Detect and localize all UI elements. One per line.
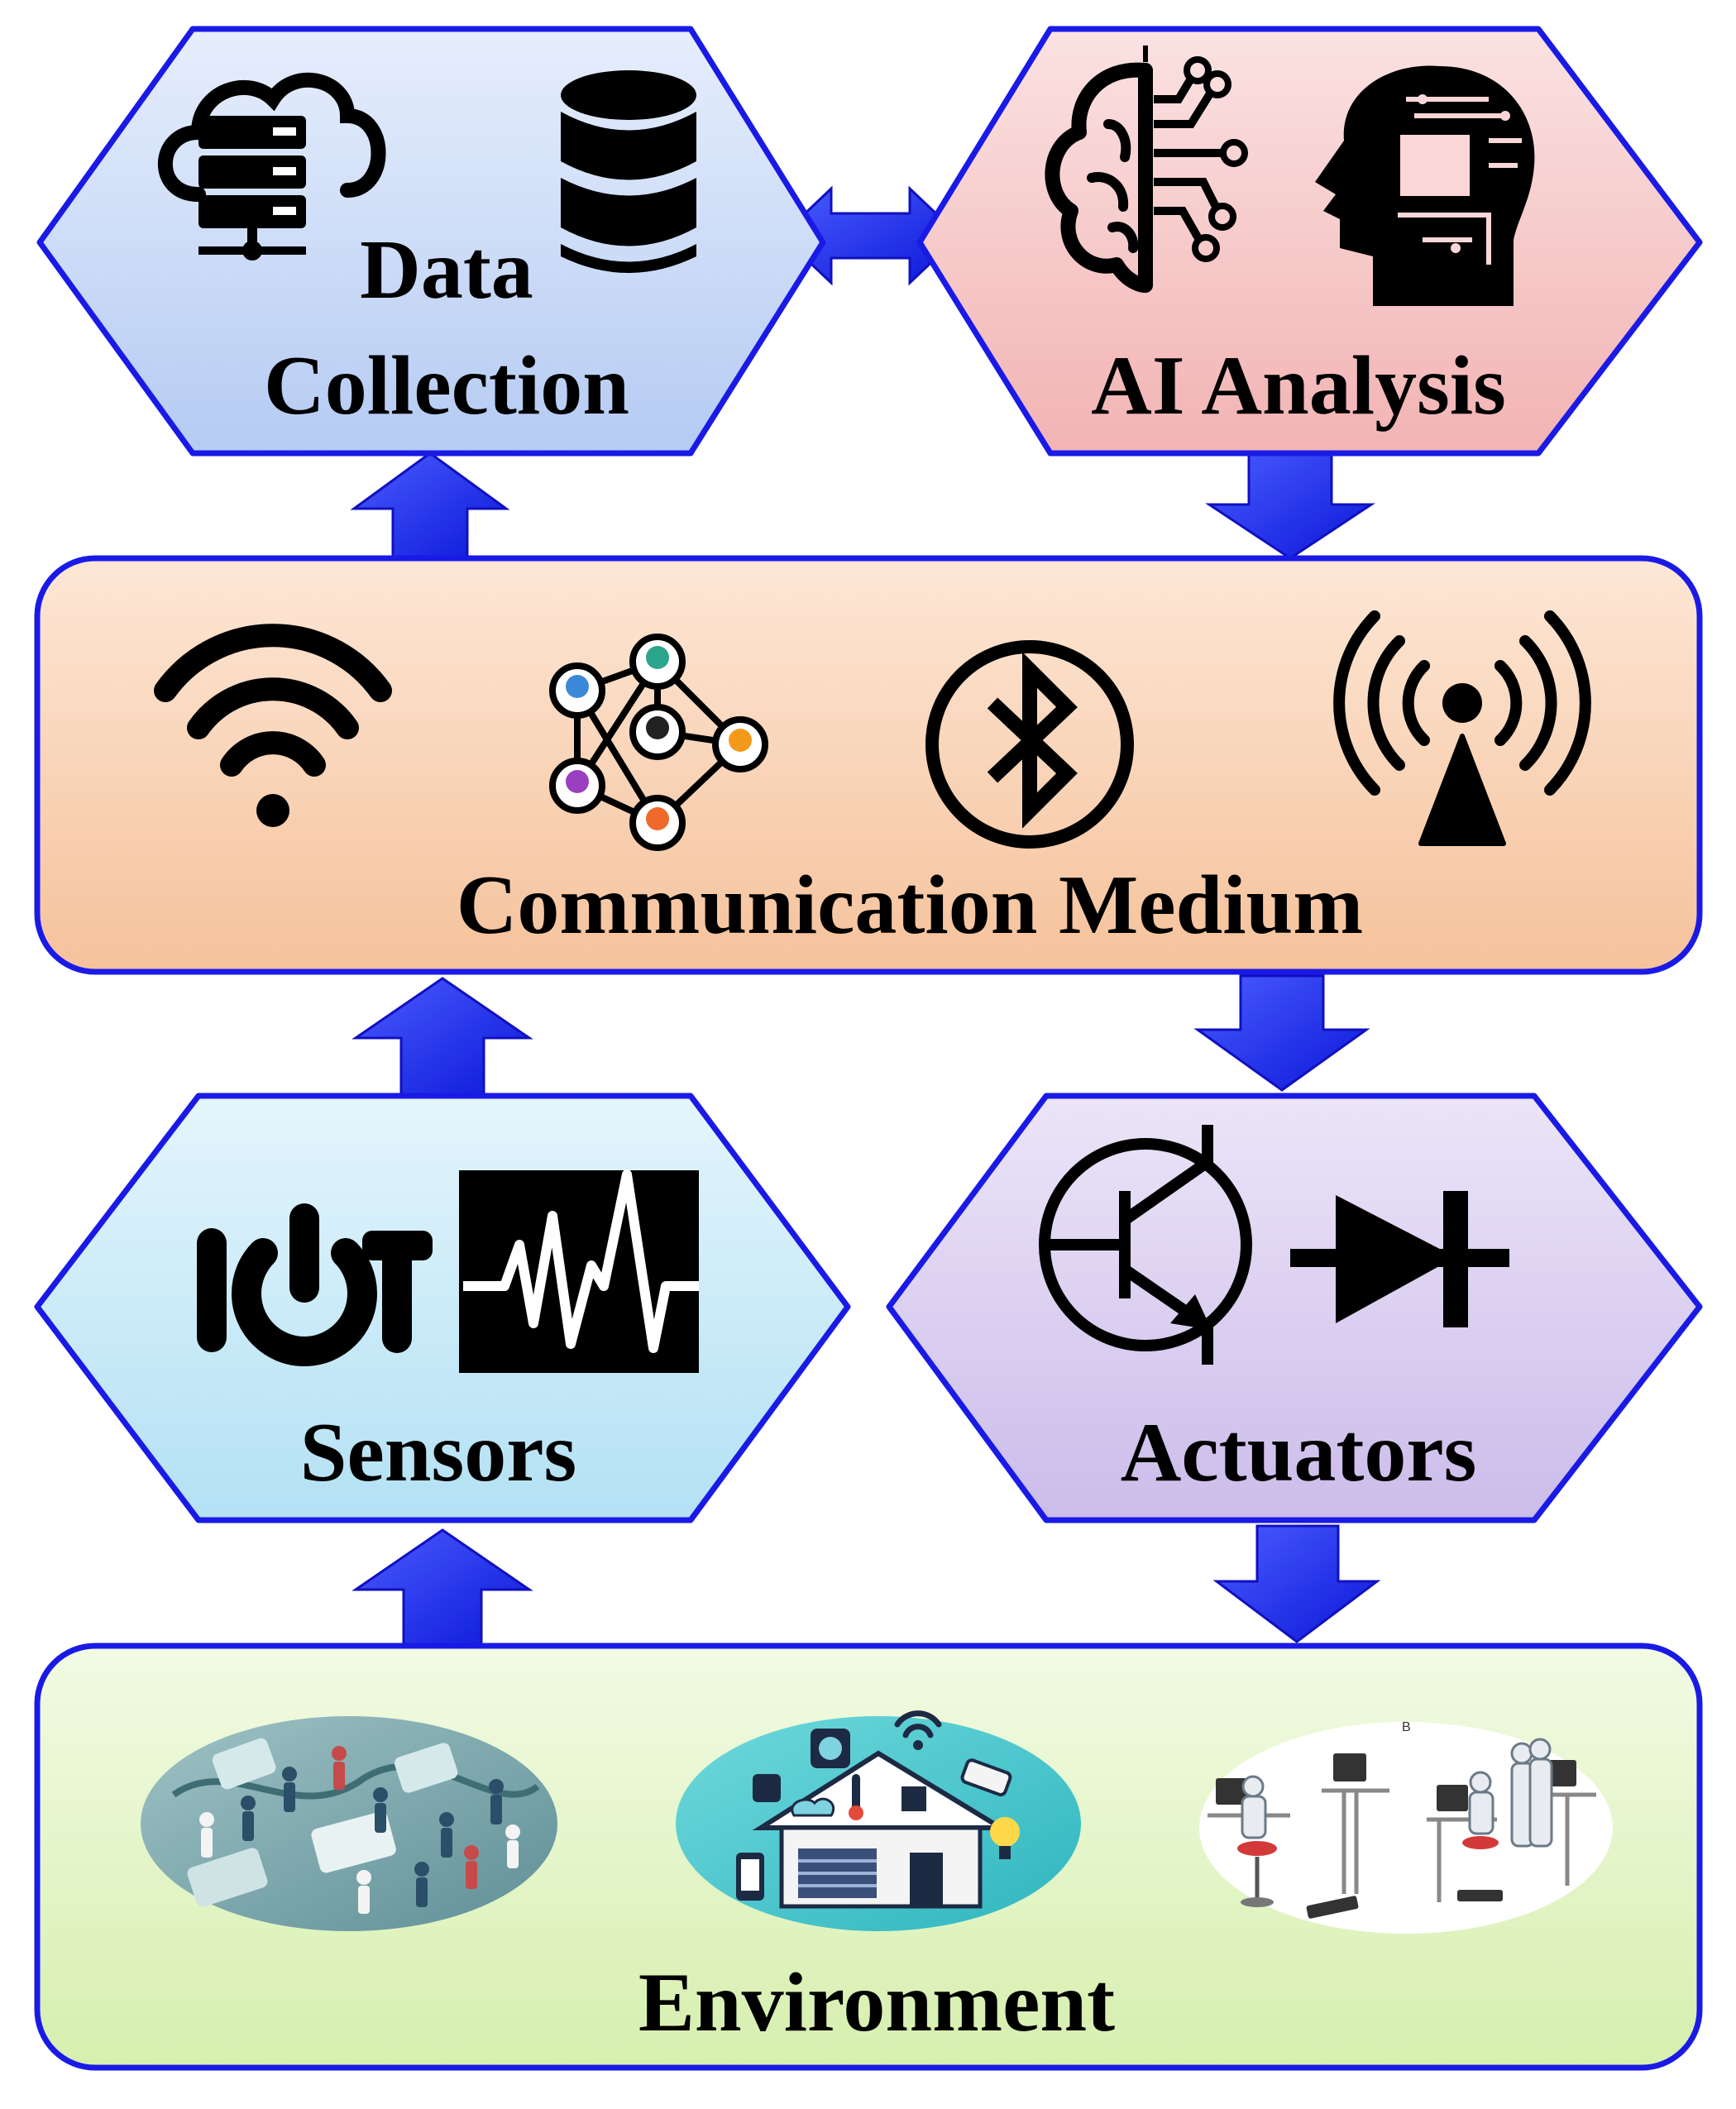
- arrow-up-to-data-collection: [350, 452, 510, 560]
- office-image-mark: B: [1402, 1720, 1411, 1734]
- sensors-block: Sensors: [34, 1093, 851, 1523]
- smart-home-illustration: [676, 1710, 1081, 1931]
- arrow-up-to-communication: [352, 977, 533, 1098]
- communication-medium-label: Communication Medium: [457, 858, 1364, 952]
- arrow-down-to-actuators: [1193, 974, 1370, 1092]
- diode-icon: [1290, 1191, 1509, 1327]
- arrow-down-to-environment: [1212, 1524, 1381, 1643]
- wifi-icon: [154, 624, 392, 827]
- data-collection-label-line1: Data: [360, 223, 533, 317]
- data-collection-block: Data Collection: [36, 26, 826, 457]
- healthcare-illustration: [141, 1716, 557, 1931]
- cloud-server-icon: [157, 72, 386, 261]
- pulse-signal-icon: [459, 1169, 699, 1373]
- database-icon: [561, 70, 696, 273]
- circuit-head-icon: [1315, 65, 1535, 306]
- arrow-up-to-sensors: [352, 1528, 533, 1648]
- antenna-icon: [1333, 610, 1591, 846]
- transistor-emitter-arrow: [1170, 1294, 1212, 1330]
- network-people-icon: [549, 634, 768, 851]
- communication-medium-block: Communication Medium: [34, 555, 1703, 975]
- actuators-block: Actuators: [886, 1093, 1703, 1523]
- iot-icon: [197, 1203, 433, 1366]
- ai-analysis-block: AI Analysis: [916, 26, 1703, 457]
- arrow-down-to-communication: [1205, 449, 1375, 560]
- data-collection-label-line2: Collection: [264, 339, 629, 433]
- brain-circuit-icon: [1045, 45, 1248, 293]
- ai-analysis-label: AI Analysis: [1091, 339, 1506, 433]
- office-workstation-illustration: B: [1199, 1720, 1613, 1934]
- bluetooth-icon: [925, 640, 1134, 849]
- transistor-icon: [1039, 1125, 1252, 1365]
- actuators-label: Actuators: [1121, 1406, 1477, 1499]
- environment-label: Environment: [638, 1956, 1115, 2049]
- environment-block: B: [34, 1643, 1703, 2071]
- sensors-label: Sensors: [300, 1406, 576, 1499]
